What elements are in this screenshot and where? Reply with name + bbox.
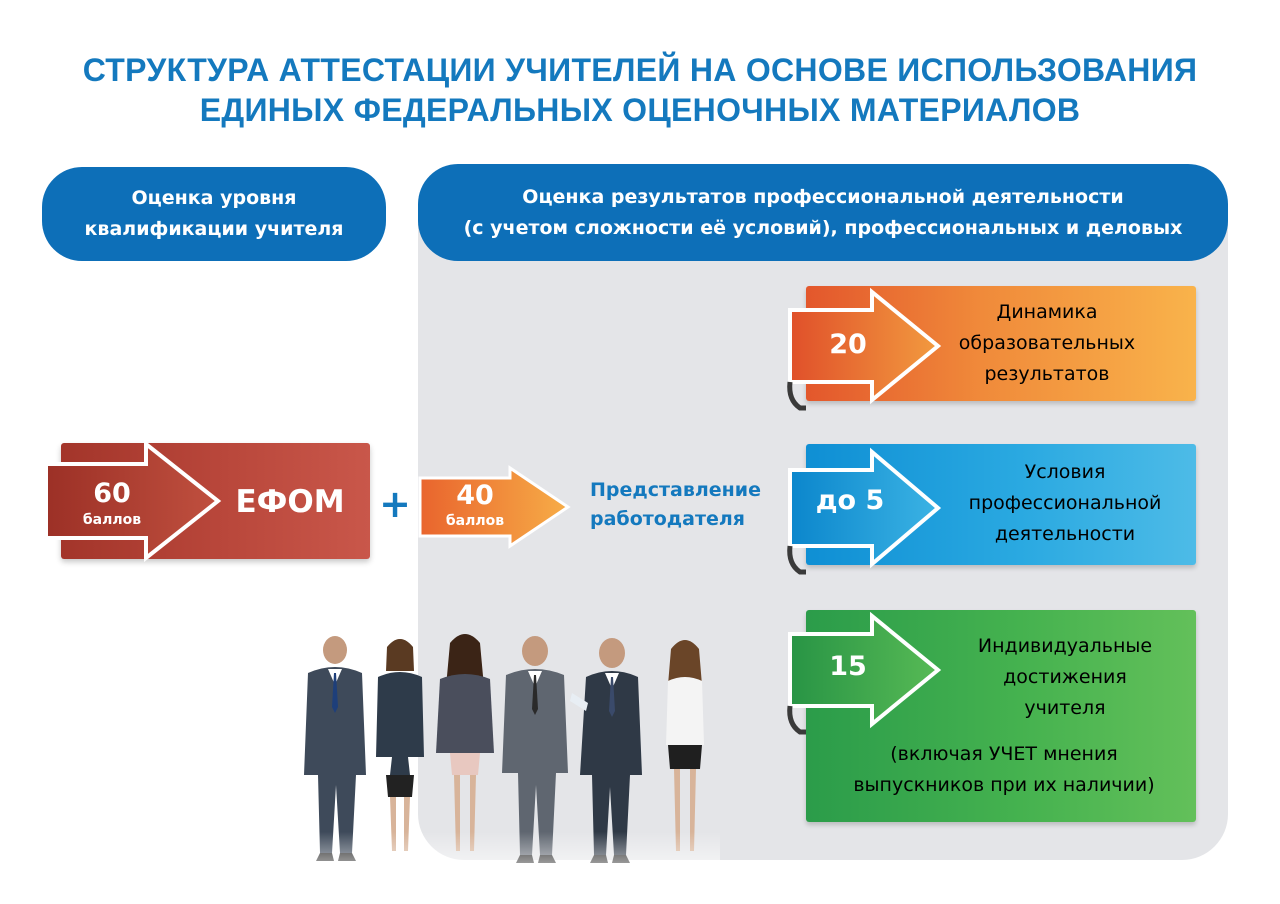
conditions-arrow-icon [787, 447, 942, 575]
dynamics-label-line-3: результатов [984, 363, 1110, 385]
professional-header-line-2: (с учетом сложности её условий), професс… [463, 216, 1183, 239]
qualification-header: Оценка уровня квалификации учителя [42, 167, 386, 261]
dynamics-label-line-1: Динамика [996, 301, 1098, 323]
achievements-label: Индивидуальные достижения учителя [940, 630, 1190, 725]
employer-points-unit: баллов [445, 513, 505, 529]
employer-label-line-1: Представление [590, 479, 761, 501]
qualification-header-line-2: квалификации учителя [84, 218, 344, 240]
employer-arrow-icon [418, 465, 571, 549]
conditions-value: до 5 [815, 485, 885, 516]
dynamics-label: Динамика образовательных результатов [940, 296, 1154, 391]
achievements-label-line-3: учителя [1024, 697, 1106, 719]
efom-label: ЕФОМ [235, 484, 345, 520]
efom-points: 60 [93, 478, 131, 509]
professional-header: Оценка результатов профессиональной деят… [418, 164, 1228, 261]
achievements-label-line-2: достижения [1003, 666, 1127, 688]
achievements-note-line-2: выпускников при их наличии) [853, 774, 1155, 796]
title-line-1: СТРУКТУРА АТТЕСТАЦИИ УЧИТЕЛЕЙ НА ОСНОВЕ … [82, 52, 1198, 88]
achievements-value: 15 [829, 651, 867, 682]
page-title: СТРУКТУРА АТТЕСТАЦИИ УЧИТЕЛЕЙ НА ОСНОВЕ … [0, 50, 1280, 130]
title-line-2: ЕДИНЫХ ФЕДЕРАЛЬНЫХ ОЦЕНОЧНЫХ МАТЕРИАЛОВ [199, 92, 1081, 128]
employer-label-line-2: работодателя [590, 508, 745, 530]
employer-points: 40 [456, 480, 494, 511]
achievements-note-line-1: (включая УЧЕТ мнения [890, 743, 1118, 765]
conditions-label-line-1: Условия [1024, 461, 1106, 483]
efom-points-unit: баллов [82, 512, 142, 528]
employer-label: Представление работодателя [590, 476, 761, 534]
dynamics-label-line-2: образовательных [958, 332, 1136, 354]
qualification-header-line-1: Оценка уровня [131, 187, 297, 209]
dynamics-arrow-icon [787, 287, 942, 411]
achievements-note: (включая УЧЕТ мнения выпускников при их … [812, 738, 1196, 802]
efom-arrow-icon [44, 439, 222, 563]
conditions-label-line-2: профессиональной [968, 492, 1162, 514]
conditions-label-line-3: деятельности [994, 523, 1136, 545]
achievements-arrow-icon [787, 611, 942, 735]
plus-sign: + [379, 482, 411, 526]
people-group-illustration [290, 625, 720, 890]
achievements-label-line-1: Индивидуальные [977, 635, 1153, 657]
professional-header-line-1: Оценка результатов профессиональной деят… [522, 185, 1124, 208]
dynamics-value: 20 [829, 329, 867, 360]
conditions-label: Условия профессиональной деятельности [940, 456, 1190, 551]
